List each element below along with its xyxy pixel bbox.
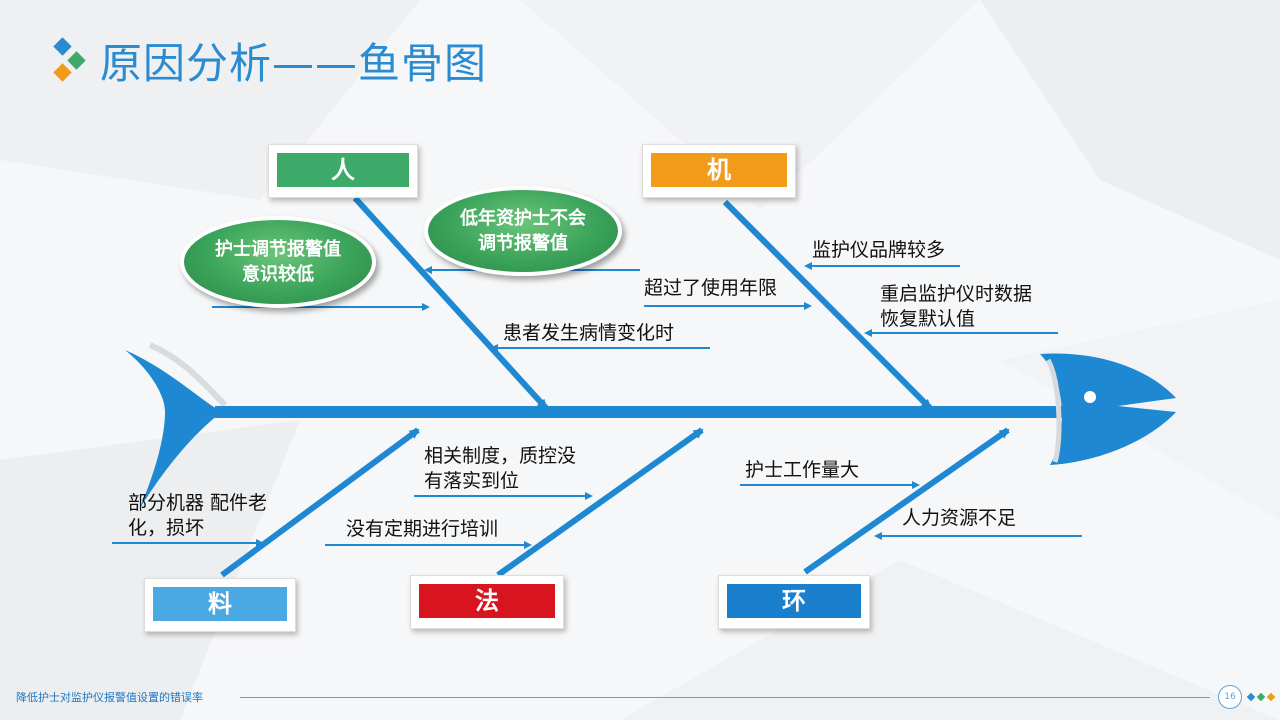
cause-overdue-service: 超过了使用年限	[644, 277, 778, 299]
category-huan: 环	[727, 584, 861, 618]
cause-many-brands: 监护仪品牌较多	[812, 239, 946, 261]
category-ji-box: 机	[642, 144, 796, 198]
fish-spine	[215, 406, 1065, 418]
cause-patient-condition: 患者发生病情变化时	[503, 322, 675, 344]
bone-liao	[220, 427, 420, 578]
category-ren: 人	[277, 153, 409, 187]
bone-ren	[352, 195, 549, 411]
bone-fa	[496, 427, 704, 578]
footer-divider	[240, 697, 1210, 698]
bone-huan	[803, 427, 1010, 575]
cause-heavy-workload: 护士工作量大	[745, 459, 860, 481]
footer-diamond-icon	[1246, 692, 1276, 702]
page-title: 原因分析——鱼骨图	[100, 39, 488, 88]
category-liao: 料	[153, 587, 287, 621]
footer-text: 降低护士对监护仪报警值设置的错误率	[16, 691, 203, 704]
fish-tail	[125, 350, 222, 508]
fish-head	[1040, 353, 1176, 465]
category-fa: 法	[419, 584, 555, 618]
cause-oval-junior-nurse: 低年资护士不会 调节报警值	[424, 186, 622, 276]
fish-eye	[1084, 391, 1096, 403]
category-liao-box: 料	[144, 578, 296, 632]
cause-parts-aging: 部分机器 配件老 化，损坏	[128, 492, 268, 539]
category-fa-box: 法	[410, 575, 564, 629]
cause-no-training: 没有定期进行培训	[346, 518, 499, 540]
category-ren-box: 人	[268, 144, 418, 198]
cause-oval-awareness: 护士调节报警值 意识较低	[180, 216, 376, 308]
bone-ji	[722, 199, 933, 411]
title-diamond-icon	[53, 37, 86, 82]
cause-reset-default: 重启监护仪时数据 恢复默认值	[880, 283, 1033, 330]
category-huan-box: 环	[718, 575, 870, 629]
category-ji: 机	[651, 153, 787, 187]
cause-staff-shortage: 人力资源不足	[902, 507, 1017, 529]
cause-policy-not-enforced: 相关制度，质控没 有落实到位	[424, 445, 577, 492]
page-number: 16	[1218, 685, 1242, 709]
